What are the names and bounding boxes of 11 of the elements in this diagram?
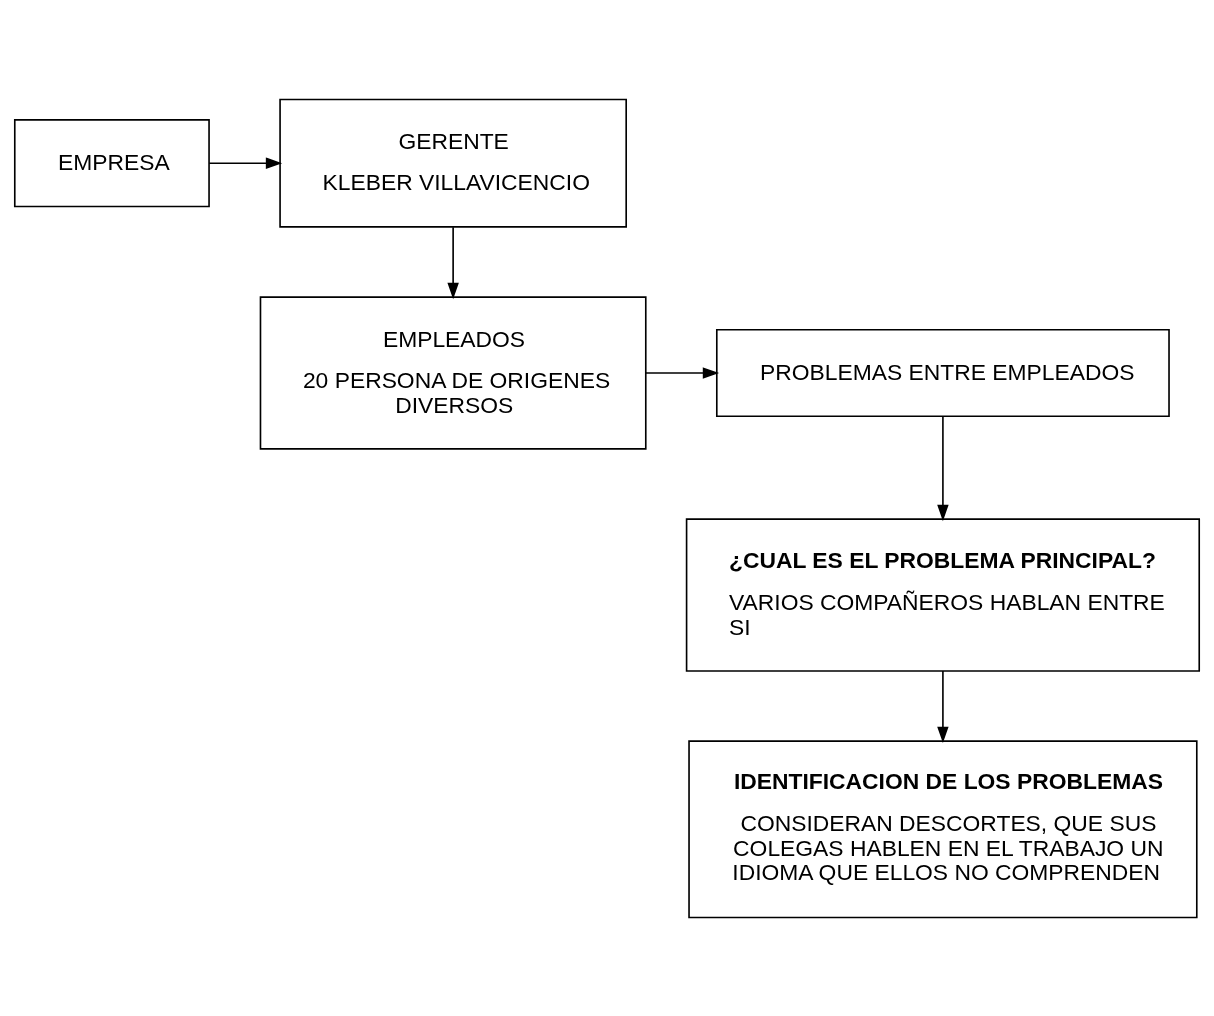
node-box: EMPLEADOS 20 PERSONA DE ORIGENES DIVERSOS — [259, 295, 647, 450]
node-box: EMPRESA — [13, 118, 210, 207]
node-box: PROBLEMAS ENTRE EMPLEADOS — [715, 328, 1170, 417]
arrow — [645, 366, 720, 379]
arrow — [208, 157, 283, 169]
arrow — [447, 226, 459, 299]
node-box: ¿CUAL ES EL PROBLEMA PRINCIPAL? VARIOS COMPAÑEROS HABLAN ENTRE SI — [685, 517, 1201, 672]
arrow — [937, 669, 949, 743]
arrow — [937, 414, 949, 521]
node-box: IDENTIFICACION DE LOS PROBLEMAS CONSIDERAN DESCORTES, QUE SUS COLEGAS HABLEN EN EL TRABAJO UN IDIOMA QUE ELLOS NO COMPRENDEN — [688, 739, 1198, 918]
node-box: GERENTE KLEBER VILLAVICENCIO — [279, 98, 627, 228]
